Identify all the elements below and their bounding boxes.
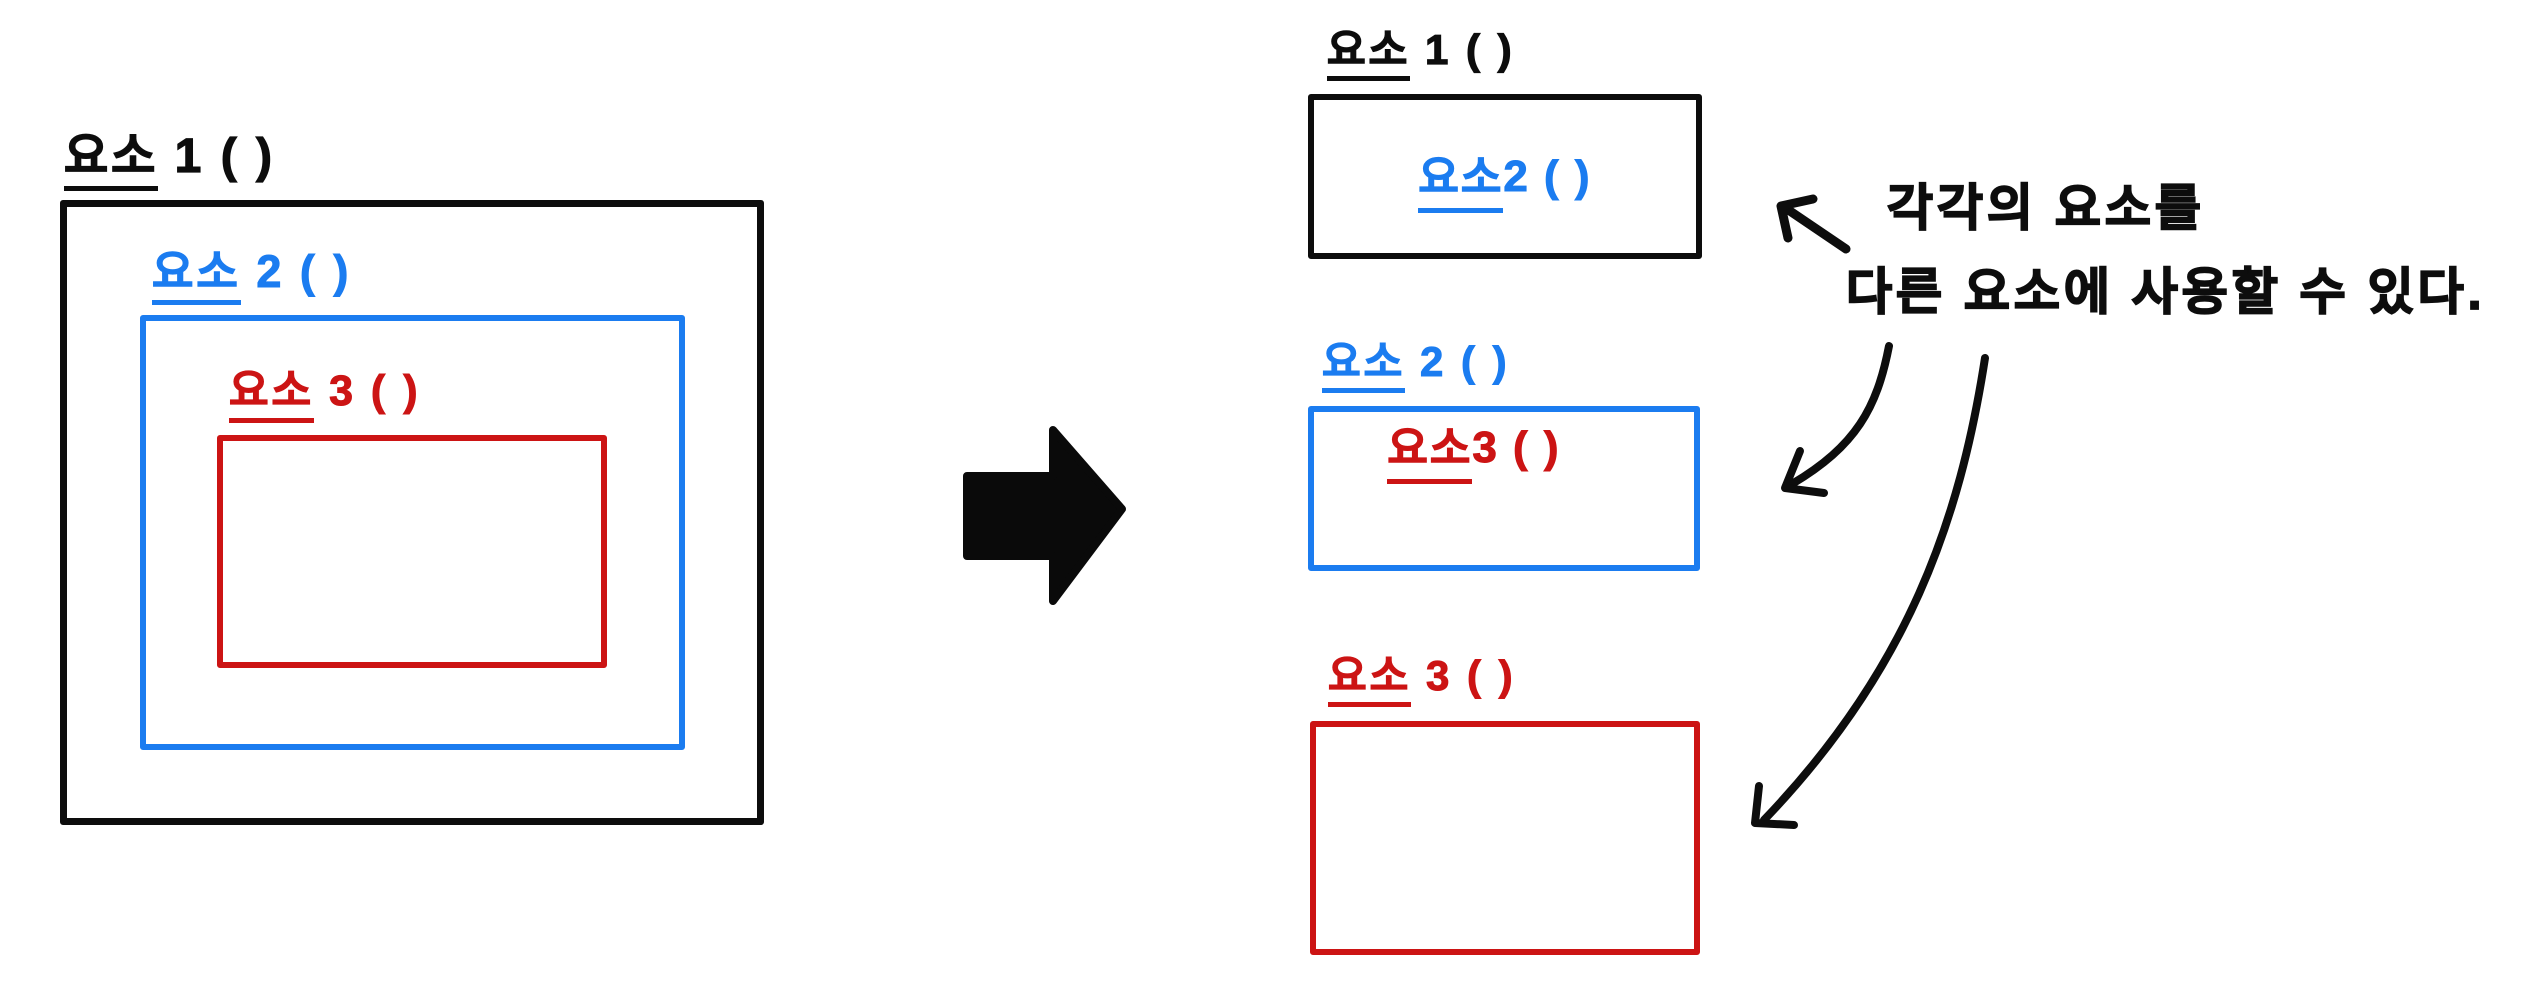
right-box2-content-underlined: 요소 [1387,412,1473,484]
left-box3-label-rest: 3 ( ) [314,367,421,415]
right-box3-label-rest: 3 ( ) [1411,652,1516,699]
annotation-line1: 각각의 요소를 [1886,179,2205,237]
right-box3-label-underlined: 요소 [1327,652,1412,707]
right-box1-label-underlined: 요소 [1326,26,1411,81]
up-left-arrow-icon [1776,194,1851,254]
right-box2-content-rest: 3 ( ) [1472,423,1561,473]
annotation-line2: 다른 요소에 사용할 수 있다. [1845,263,2486,321]
left-box2-outline [140,315,685,750]
right-box1-label-rest: 1 ( ) [1410,26,1515,73]
curved-arrow-to-box2-icon [1781,342,1893,497]
right-block-arrow-icon [963,426,1126,605]
left-box1-outline [60,200,764,825]
left-box2-label-underlined: 요소 [152,246,241,305]
left-box2-label-rest: 2 ( ) [240,246,352,297]
right-box1-content: 요소 2 ( ) [1314,100,1696,253]
right-box1-outline: 요소 2 ( ) [1308,94,1702,259]
left-box1-label-underlined: 요소 [63,130,159,191]
right-box3-outline [1310,721,1700,955]
left-box3-label: 요소 3 ( ) [228,367,421,423]
left-box3-outline [217,435,607,668]
right-box3-label: 요소 3 ( ) [1327,652,1516,707]
left-box1-label-rest: 1 ( ) [158,130,275,183]
right-box2-label-underlined: 요소 [1321,338,1406,393]
left-box2-label: 요소 2 ( ) [152,246,352,305]
right-box1-content-rest: 2 ( ) [1503,151,1592,201]
left-box3-label-underlined: 요소 [228,367,315,423]
right-box1-label: 요소 1 ( ) [1326,26,1515,81]
left-box1-label: 요소 1 ( ) [63,130,275,191]
curved-arrow-to-box3-icon [1751,354,1989,829]
right-box2-label: 요소 2 ( ) [1321,338,1510,393]
right-box2-label-rest: 2 ( ) [1405,338,1510,385]
right-box1-content-underlined: 요소 [1418,141,1504,213]
